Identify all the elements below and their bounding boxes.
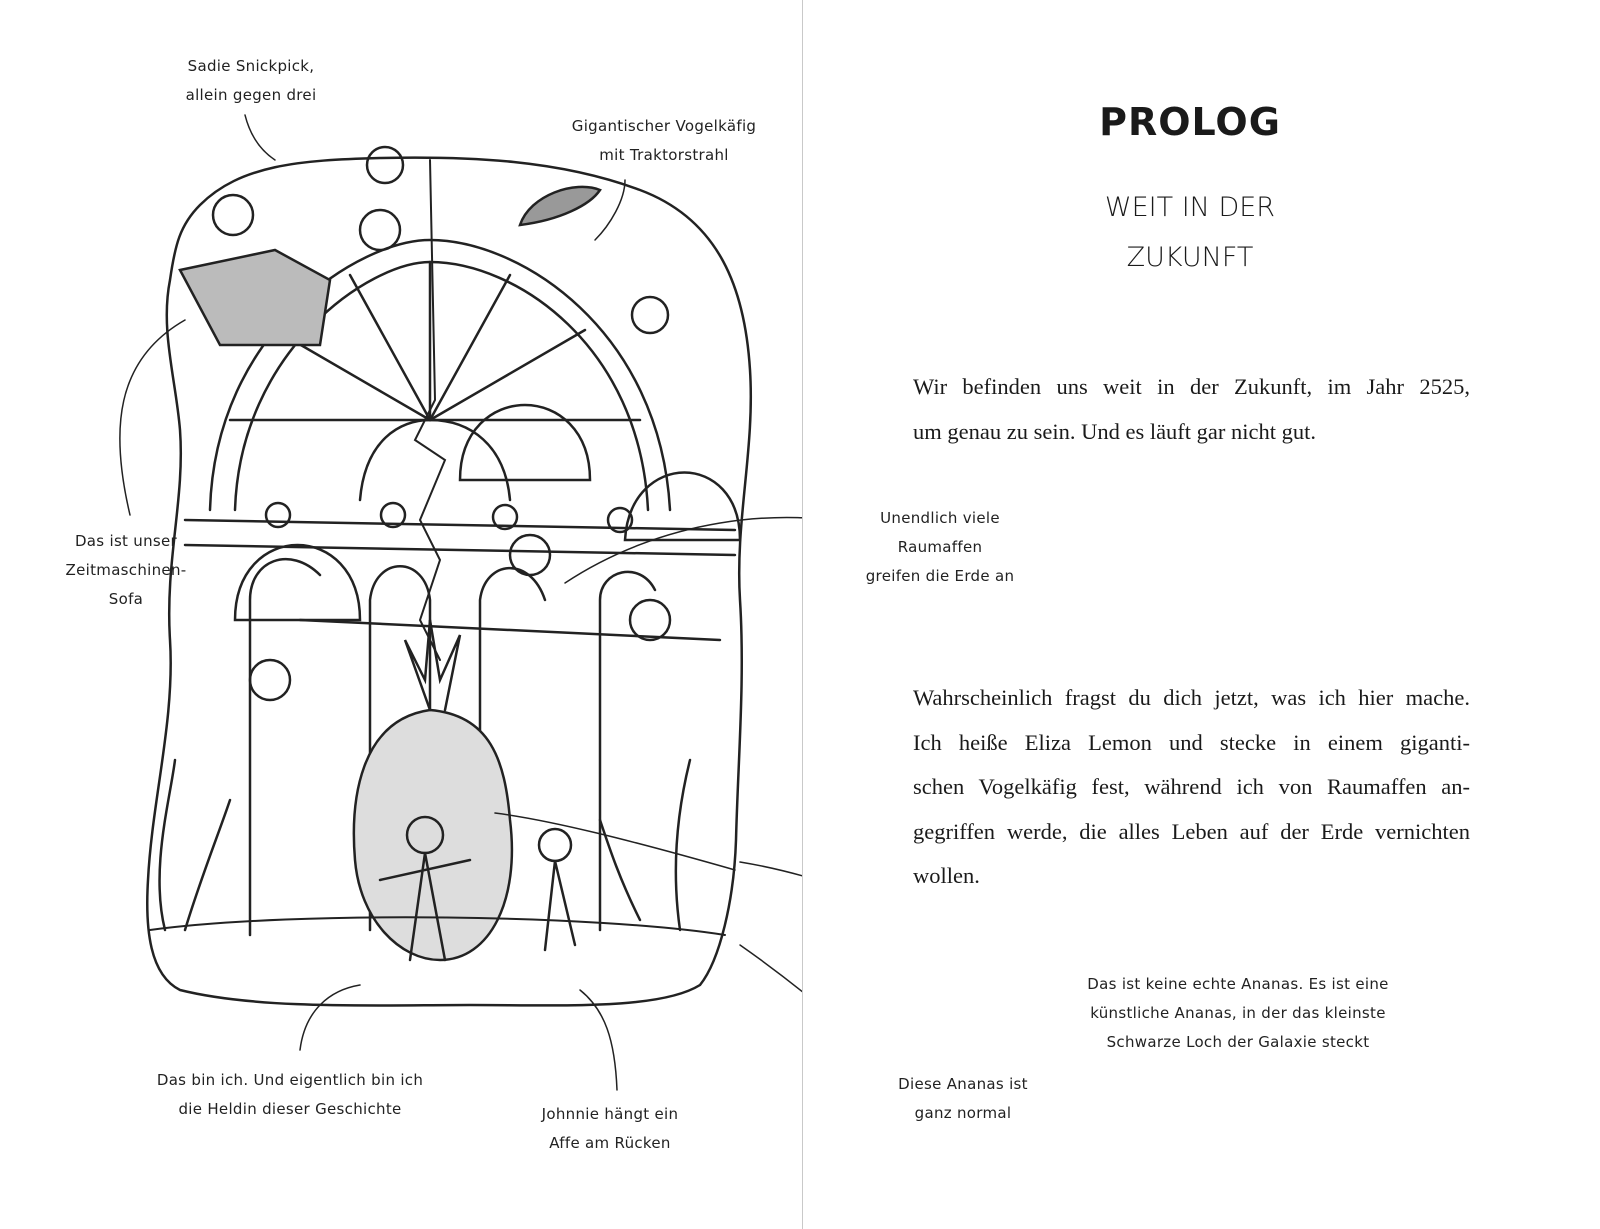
label-cage: Gigantischer Vogelkäfig mit Traktorstrah…: [572, 112, 756, 170]
page-gutter: [802, 0, 803, 1229]
ufo: [518, 185, 602, 227]
label-fake-pineapple: Das ist keine echte Ananas. Es ist eine …: [1087, 970, 1388, 1057]
chapter-subtitle: WEIT IN DER ZUKUNFT: [1105, 183, 1275, 283]
text-line: gegriffen werde, die alles Leben auf der…: [913, 818, 1470, 844]
paragraph-2: Wahrscheinlich fragst du dich jetzt, was…: [913, 676, 1470, 899]
text-line: schen Vogelkäfig fest, während ich von R…: [913, 774, 1470, 800]
label-line: Diese Ananas ist: [898, 1075, 1028, 1093]
label-line: Sadie Snickpick,: [187, 57, 315, 75]
paragraph-1: Wir befinden uns weit in der Zukunft, im…: [913, 365, 1470, 454]
dome-3: [623, 471, 742, 542]
label-johnnie: Johnnie hängt ein Affe am Rücken: [542, 1100, 679, 1158]
label-line: ganz normal: [914, 1104, 1012, 1122]
label-line: Unendlich viele: [880, 509, 1000, 527]
label-line: Affe am Rücken: [549, 1134, 671, 1152]
label-line: Das ist unser: [74, 532, 178, 550]
text-line: Wahrscheinlich fragst du dich jetzt, was…: [913, 685, 1470, 710]
tractor-beam: [413, 159, 447, 661]
label-line: künstliche Ananas, in der das kleinste: [1090, 1004, 1386, 1022]
label-line: die Heldin dieser Geschichte: [178, 1100, 402, 1118]
label-line: Raumaffen: [897, 538, 983, 556]
subtitle-line: ZUKUNFT: [1126, 242, 1254, 273]
subtitle-line: WEIT IN DER: [1104, 192, 1276, 223]
label-sadie: Sadie Snickpick, allein gegen drei: [186, 52, 317, 110]
pineapple: [352, 708, 514, 962]
text-line: Wir befinden uns weit in der Zukunft, im…: [913, 374, 1470, 399]
label-line: Schwarze Loch der Galaxie steckt: [1106, 1033, 1370, 1051]
dome-1: [233, 543, 362, 622]
text-line: wollen.: [913, 863, 980, 889]
label-normal-pineapple: Diese Ananas ist ganz normal: [898, 1070, 1028, 1128]
arch-window: [208, 238, 672, 512]
label-line: allein gegen drei: [185, 86, 317, 104]
label-monkeys: Unendlich viele Raumaffen greifen die Er…: [866, 504, 1015, 591]
text-line: Ich heiße Eliza Lemon und stecke in eine…: [913, 729, 1470, 755]
label-line: greifen die Erde an: [865, 567, 1015, 585]
label-line: Johnnie hängt ein: [541, 1105, 679, 1123]
label-heroine: Das bin ich. Und eigentlich bin ich die …: [157, 1066, 423, 1124]
label-line: Das bin ich. Und eigentlich bin ich: [156, 1071, 424, 1089]
left-page: Sadie Snickpick, allein gegen drei Gigan…: [66, 52, 803, 1091]
chapter-title: PROLOG: [1099, 100, 1281, 144]
cage-outline: [145, 156, 753, 1007]
dome-2: [458, 403, 592, 482]
label-line: Gigantischer Vogelkäfig: [571, 117, 757, 135]
annotation-arrows: [119, 114, 803, 1091]
time-machine-sofa: [178, 248, 332, 347]
label-line: Sofa: [108, 590, 144, 608]
label-line: Das ist keine echte Ananas. Es ist eine: [1087, 975, 1389, 993]
text-line: um genau zu sein. Und es läuft gar nicht…: [913, 418, 1317, 444]
label-line: mit Traktorstrahl: [599, 146, 729, 164]
illustration-bird-cage: [119, 114, 803, 1091]
label-line: Zeitmaschinen-: [65, 561, 187, 579]
label-sofa: Das ist unser Zeitmaschinen- Sofa: [66, 527, 187, 614]
